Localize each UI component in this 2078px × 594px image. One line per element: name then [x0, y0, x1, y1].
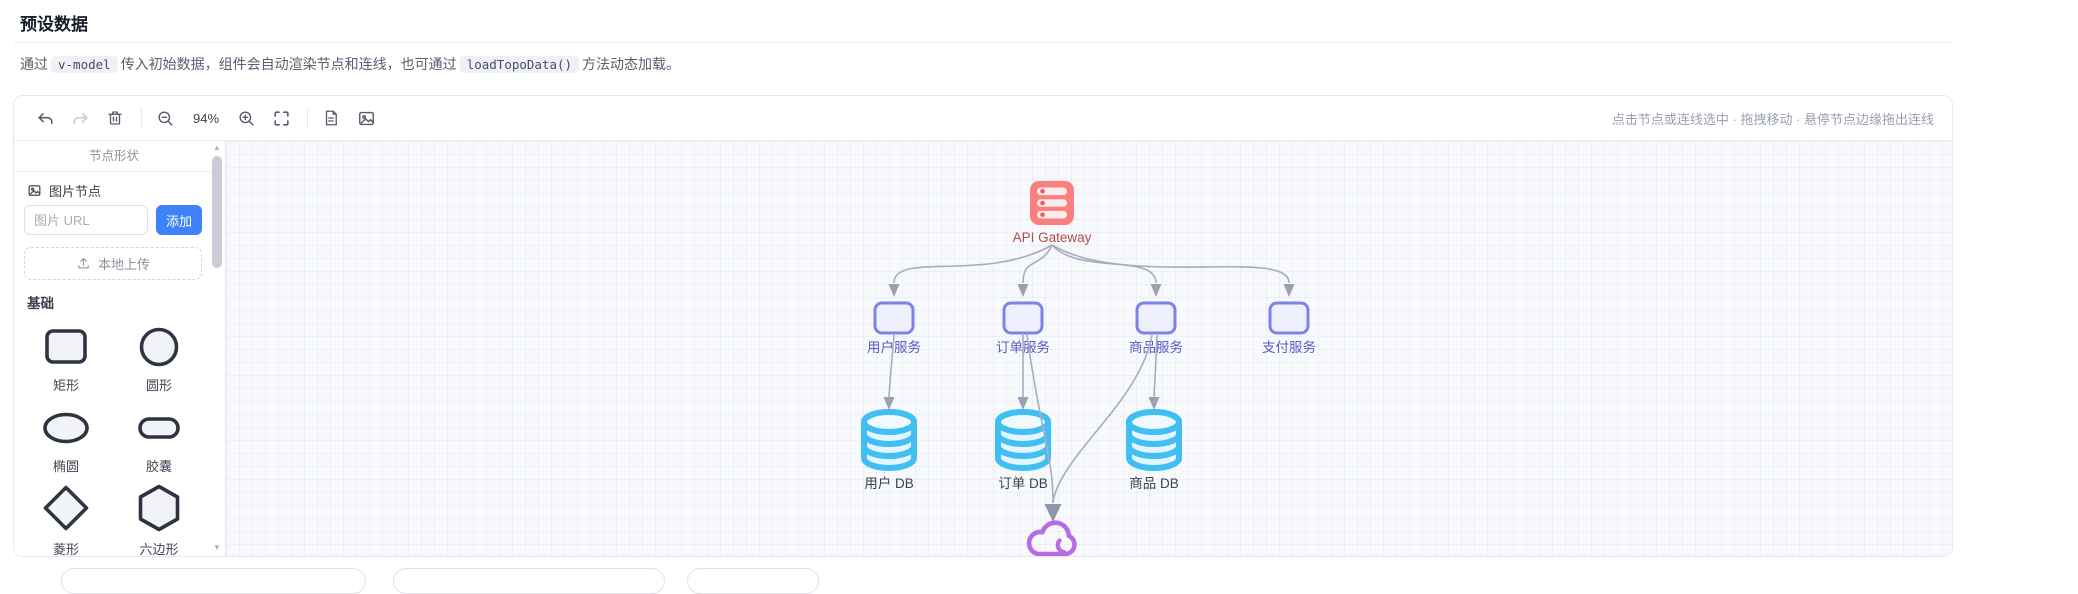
cloud-icon — [1026, 520, 1077, 556]
shape-item-diamond[interactable]: 菱形 — [22, 484, 110, 557]
topology-graph: API Gateway 用户服务 订单服务 商品服务 支付服务 — [861, 181, 1316, 556]
toolbar-divider — [141, 108, 142, 128]
scroll-up-arrow[interactable]: ▲ — [213, 143, 221, 152]
shape-item-ellipse[interactable]: 椭圆 — [22, 407, 110, 475]
hexagon-shape-icon — [138, 484, 180, 532]
edge-gateway-order-svc[interactable] — [1022, 244, 1053, 284]
node-order-service[interactable]: 订单服务 — [996, 301, 1050, 355]
code-chip-loadtopodata: loadTopoData() — [459, 56, 580, 73]
edges-layer — [888, 244, 1290, 398]
zoom-level-indicator: 94% — [192, 110, 220, 126]
node-label: 商品 DB — [1129, 476, 1179, 491]
edge-user-svc-user-db[interactable] — [888, 334, 895, 398]
undo-button[interactable] — [32, 105, 58, 131]
node-user-service[interactable]: 用户服务 — [867, 301, 921, 355]
node-product-service[interactable]: 商品服务 — [1129, 301, 1183, 355]
edge-gateway-product-svc[interactable] — [1051, 244, 1157, 284]
node-label: 用户服务 — [867, 339, 921, 355]
scrollbar-thumb[interactable] — [212, 156, 222, 268]
scroll-down-arrow[interactable]: ▼ — [213, 543, 221, 552]
shape-item-rect[interactable]: 矩形 — [22, 326, 110, 394]
cloud-arrowhead — [1044, 504, 1062, 522]
edge-order-svc-cloud[interactable] — [1026, 334, 1054, 504]
fullscreen-icon — [273, 110, 289, 126]
trash-icon — [108, 111, 122, 125]
cutoff-button-3[interactable] — [687, 568, 819, 594]
node-order-db[interactable]: 订单 DB — [995, 409, 1051, 491]
local-upload-label: 本地上传 — [97, 257, 150, 272]
node-label: 商品服务 — [1129, 340, 1183, 355]
image-url-input[interactable] — [24, 205, 148, 235]
shape-label: 矩形 — [52, 378, 79, 393]
desc-text-2: 传入初始数据，组件会自动渲染节点和连线，也可通过 — [120, 56, 457, 72]
zoom-out-button[interactable] — [152, 105, 178, 131]
image-icon — [28, 185, 41, 196]
circle-shape-icon — [139, 327, 179, 367]
zoom-out-icon — [157, 110, 173, 126]
export-json-button[interactable] — [318, 105, 344, 131]
node-label: 订单服务 — [996, 340, 1050, 355]
basic-section-title: 基础 — [27, 296, 54, 311]
node-label: 支付服务 — [1262, 340, 1316, 355]
capsule-shape-icon — [138, 417, 180, 439]
edge-gateway-pay-svc[interactable] — [1051, 244, 1290, 284]
fit-view-button[interactable] — [268, 105, 294, 131]
node-cloud[interactable] — [1026, 520, 1077, 556]
node-user-db[interactable]: 用户 DB — [861, 409, 917, 491]
palette-title: 节点形状 — [14, 141, 214, 172]
editor-toolbar: 94% 点击节点或连线选中 · 拖拽移动 · 悬停节点边缘拖出连线 — [14, 96, 1952, 141]
shape-label: 菱形 — [52, 542, 79, 557]
code-chip-vmodel: v-model — [51, 56, 118, 73]
add-image-node-button[interactable]: 添加 — [156, 205, 202, 235]
export-file-icon — [325, 110, 337, 126]
redo-button[interactable] — [67, 105, 93, 131]
shape-label: 椭圆 — [52, 459, 79, 474]
local-upload-button[interactable]: 本地上传 — [24, 247, 202, 280]
export-image-button[interactable] — [353, 105, 379, 131]
shape-label: 六边形 — [139, 542, 179, 557]
node-api-gateway[interactable]: API Gateway — [1013, 181, 1092, 245]
cutoff-button-2[interactable] — [393, 568, 665, 594]
edge-product-svc-cloud[interactable] — [1052, 334, 1153, 504]
redo-icon — [72, 112, 88, 124]
diamond-shape-icon — [43, 485, 89, 531]
shape-label: 圆形 — [145, 378, 172, 393]
shape-palette-sidebar: 节点形状 图片节点 添加 本地上传 基础 矩形 圆形 椭圆 胶囊 — [14, 141, 226, 556]
shape-item-capsule[interactable]: 胶囊 — [115, 407, 203, 475]
image-node-label: 图片节点 — [49, 184, 102, 199]
image-node-row: 图片节点 — [27, 181, 101, 200]
node-label: 订单 DB — [998, 476, 1048, 491]
heading-divider — [13, 42, 1953, 43]
page-title: 预设数据 — [20, 15, 88, 34]
undo-icon — [37, 112, 53, 124]
shape-item-circle[interactable]: 圆形 — [115, 326, 203, 394]
topology-canvas[interactable]: API Gateway 用户服务 订单服务 商品服务 支付服务 — [226, 141, 1952, 556]
desc-text-1: 通过 — [20, 56, 48, 72]
edge-product-svc-product-db[interactable] — [1153, 334, 1158, 398]
node-label: 用户 DB — [864, 475, 914, 491]
export-image-icon — [358, 111, 374, 125]
rect-shape-icon — [45, 329, 87, 364]
sidebar-scrollbar[interactable]: ▲ ▼ — [212, 144, 222, 552]
node-label: API Gateway — [1013, 230, 1092, 245]
delete-button[interactable] — [102, 105, 128, 131]
node-product-db[interactable]: 商品 DB — [1126, 409, 1182, 491]
desc-text-3: 方法动态加载。 — [582, 56, 681, 72]
toolbar-hint-text: 点击节点或连线选中 · 拖拽移动 · 悬停节点边缘拖出连线 — [1611, 111, 1934, 127]
node-pay-service[interactable]: 支付服务 — [1262, 301, 1316, 355]
toolbar-divider — [307, 108, 308, 128]
cutoff-button-1[interactable] — [61, 568, 366, 594]
topo-editor-card: 94% 点击节点或连线选中 · 拖拽移动 · 悬停节点边缘拖出连线 — [13, 95, 1953, 557]
ellipse-shape-icon — [43, 412, 89, 444]
cloud-edges-layer — [1026, 334, 1153, 504]
zoom-in-icon — [238, 110, 254, 126]
upload-icon — [78, 257, 89, 269]
shape-label: 胶囊 — [145, 459, 172, 474]
zoom-in-button[interactable] — [233, 105, 259, 131]
shape-item-hexagon[interactable]: 六边形 — [115, 484, 203, 557]
edge-gateway-user-svc[interactable] — [893, 244, 1053, 284]
arrowheads-layer — [883, 284, 1295, 410]
